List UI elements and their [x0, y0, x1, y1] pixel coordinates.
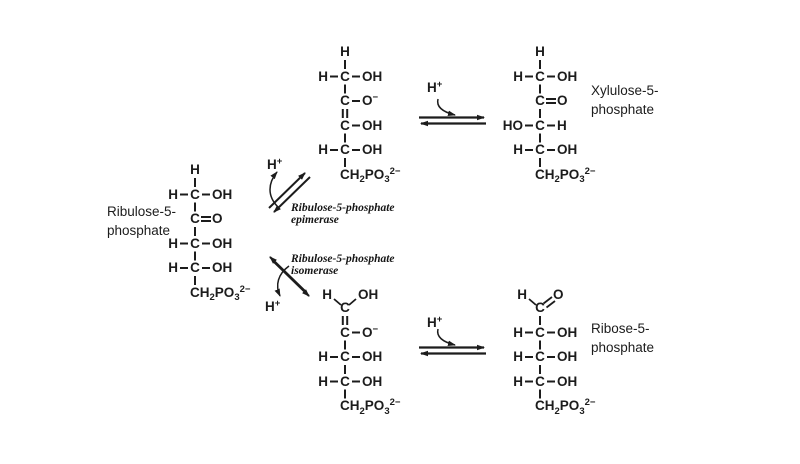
bond	[333, 298, 342, 306]
bond	[528, 298, 537, 306]
bond	[542, 296, 553, 305]
bond	[545, 300, 556, 309]
isomerase-equilibrium-arrows	[269, 256, 310, 297]
ribose-equilibrium-arrows	[419, 328, 486, 357]
bond-layer	[180, 60, 556, 399]
bond	[348, 298, 357, 306]
proton-addition-arrow	[436, 328, 456, 347]
proton-release-arrow	[269, 171, 279, 208]
proton-addition-arrow	[436, 98, 456, 117]
epimerase-equilibrium-arrows	[268, 171, 311, 213]
xylulose-equilibrium-arrows	[419, 98, 486, 127]
proton-release-arrow	[274, 265, 290, 297]
